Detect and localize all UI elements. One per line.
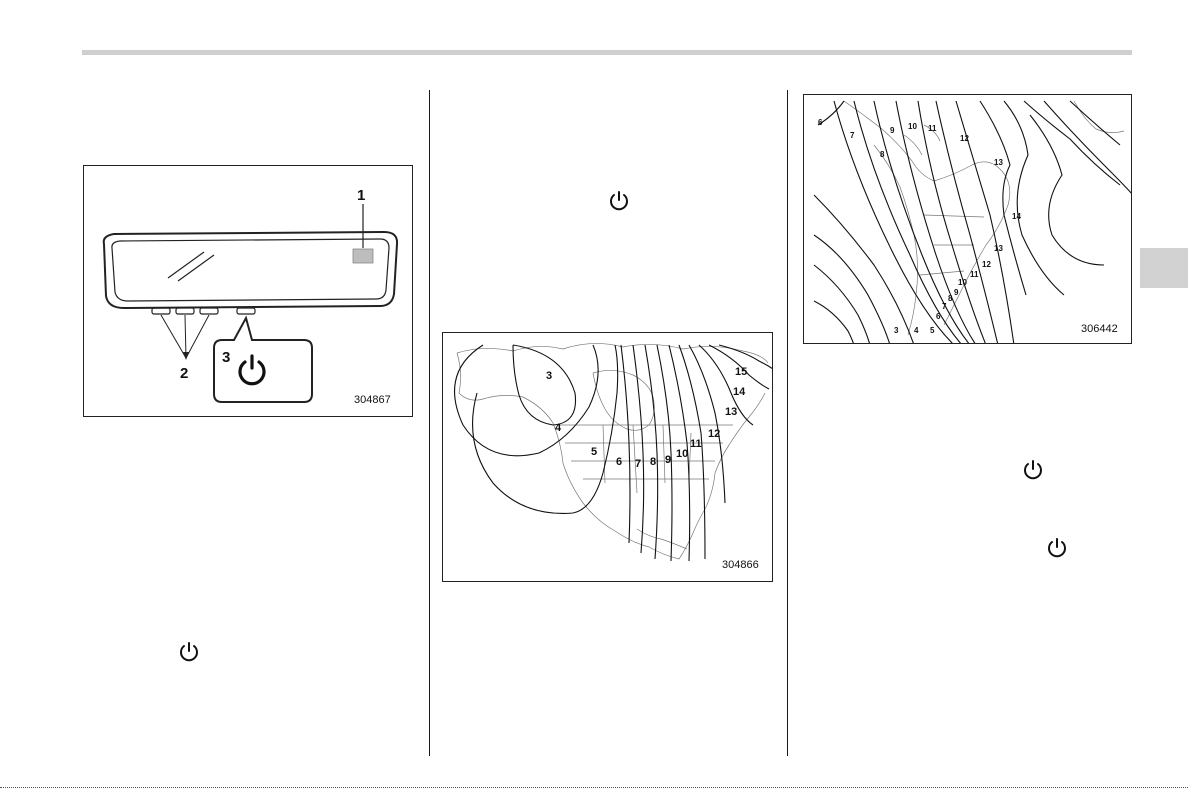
north-america-zone-map: 3 4 5 6 7 8 9 10 11 12 13 14 15 304866 (442, 332, 773, 582)
zone-label: 14 (733, 386, 746, 398)
zone-label: 10 (958, 278, 967, 287)
zone-label: 6 (936, 312, 941, 321)
zone-label: 7 (635, 458, 641, 470)
zone-label: 7 (942, 302, 947, 311)
zone-label: 6 (818, 118, 823, 127)
south-america-zone-map: 6 7 8 9 10 11 12 13 14 13 12 11 10 9 8 7… (803, 94, 1132, 344)
zone-label: 9 (954, 288, 959, 297)
figure-code: 304866 (722, 559, 759, 571)
sensor-square (353, 249, 373, 263)
mirror-illustration: 1 2 3 (84, 166, 413, 417)
north-america-map-drawing: 3 4 5 6 7 8 9 10 11 12 13 14 15 (443, 333, 773, 582)
power-icon (1046, 537, 1068, 559)
zone-label: 13 (725, 406, 737, 418)
zone-label: 8 (880, 150, 885, 159)
zone-label: 6 (616, 456, 622, 468)
zone-label: 8 (948, 294, 953, 303)
zone-label: 5 (930, 326, 935, 335)
zone-label: 4 (914, 326, 919, 335)
mirror-figure: 1 2 3 304867 (83, 165, 413, 417)
zone-label: 10 (676, 448, 688, 460)
zone-label: 9 (665, 454, 671, 466)
callout-1: 1 (357, 187, 365, 204)
zone-label: 7 (850, 131, 855, 140)
power-icon (608, 190, 630, 212)
callout-3: 3 (222, 349, 230, 366)
figure-code: 304867 (354, 394, 391, 406)
zone-label: 11 (690, 438, 702, 450)
zone-label: 12 (982, 260, 991, 269)
power-icon (1022, 459, 1044, 481)
zone-label: 12 (708, 428, 720, 440)
callout-2: 2 (180, 365, 188, 382)
column-divider-2 (787, 90, 788, 756)
zone-label: 14 (1012, 212, 1021, 221)
power-icon (178, 641, 200, 663)
south-america-map-drawing: 6 7 8 9 10 11 12 13 14 13 12 11 10 9 8 7… (804, 95, 1132, 344)
zone-label: 13 (994, 244, 1003, 253)
zone-label: 13 (994, 158, 1003, 167)
zone-contours (814, 101, 1132, 344)
zone-label: 11 (928, 124, 937, 133)
zone-label: 10 (908, 122, 917, 131)
zone-label: 15 (735, 366, 747, 378)
header-rule (82, 50, 1132, 55)
zone-label: 3 (894, 326, 899, 335)
column-divider-1 (429, 90, 430, 756)
zone-label: 5 (591, 446, 597, 458)
zone-label: 11 (970, 270, 979, 279)
coastline (844, 101, 1124, 335)
chapter-tab (1140, 248, 1188, 288)
zone-contours (455, 345, 773, 561)
zone-label: 12 (960, 134, 969, 143)
zone-label: 3 (546, 370, 552, 382)
zone-label: 9 (890, 126, 895, 135)
zone-label: 8 (650, 456, 656, 468)
figure-code: 306442 (1081, 323, 1118, 335)
page-footer-dots (0, 787, 1188, 788)
zone-label: 4 (555, 422, 562, 434)
